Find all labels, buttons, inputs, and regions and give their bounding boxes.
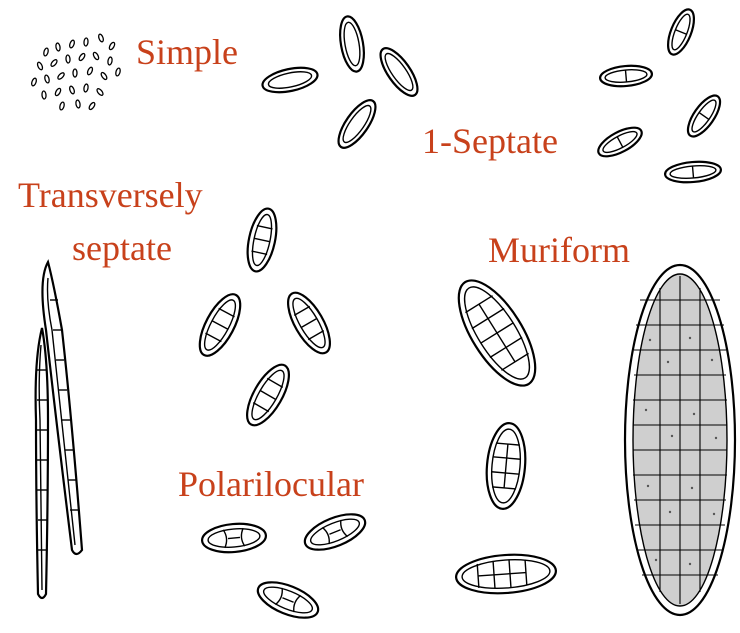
muriform-spore-a — [444, 269, 550, 397]
simple-spore-a — [260, 63, 319, 96]
label-polarilocular: Polarilocular — [178, 466, 364, 502]
muriform-spore-c — [455, 552, 557, 597]
one-septate-spore-d — [594, 122, 646, 162]
transversely-septate-spore-c — [280, 287, 338, 360]
simple-spore-c — [374, 43, 424, 101]
simple-spore-b — [336, 15, 367, 74]
transversely-septate-spore-b — [192, 288, 249, 361]
label-one-septate: 1-Septate — [422, 123, 558, 159]
polarilocular-spore-b — [300, 507, 370, 557]
label-transversely: Transversely — [18, 177, 203, 213]
label-septate: septate — [72, 230, 172, 266]
transversely-septate-needle-short — [36, 328, 48, 598]
transversely-septate-spore-d — [239, 359, 297, 432]
one-septate-spore-c — [682, 91, 726, 142]
label-muriform: Muriform — [488, 232, 630, 268]
muriform-spore-b — [483, 422, 528, 511]
transversely-septate-spore-a — [243, 206, 282, 274]
simple-spore-d — [332, 95, 382, 153]
polarilocular-spore-c — [253, 575, 323, 625]
one-septate-spore-b — [599, 64, 653, 88]
one-septate-spore-a — [663, 6, 700, 58]
polarilocular-spore-a — [201, 521, 267, 554]
one-septate-spore-e — [664, 160, 722, 185]
label-simple: Simple — [136, 34, 238, 70]
simple-spore-cluster — [31, 34, 121, 111]
muriform-spore-large — [625, 265, 735, 615]
